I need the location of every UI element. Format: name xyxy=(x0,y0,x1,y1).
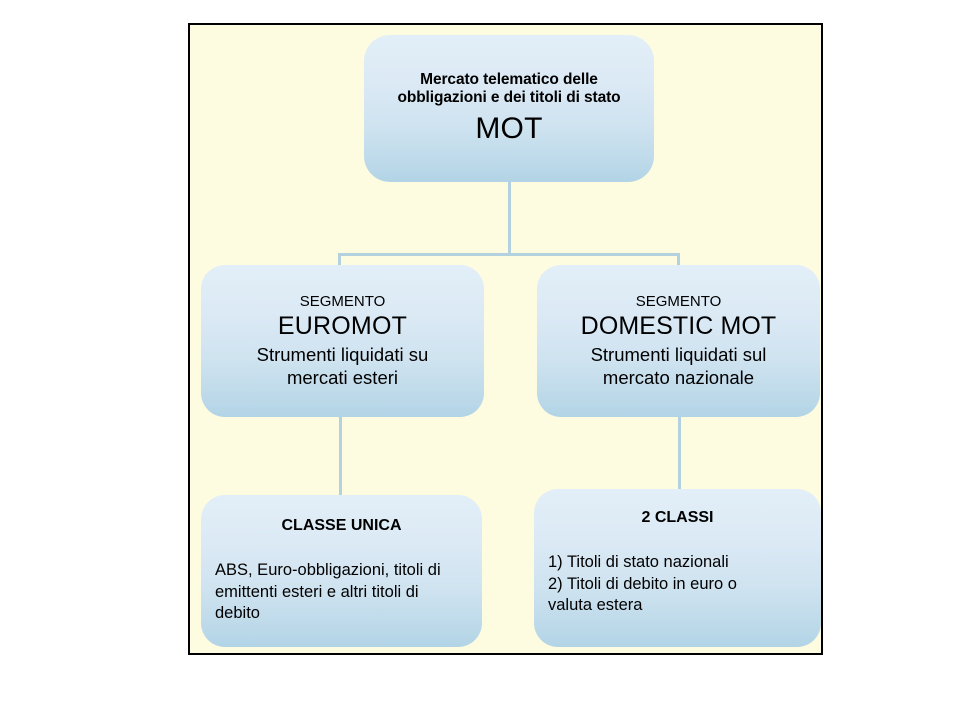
node-due-classi-body-line1: 1) Titoli di stato nazionali xyxy=(548,552,729,571)
connector-domestic-to-due-classi xyxy=(678,415,681,493)
connector-to-euromot xyxy=(338,253,341,269)
node-classe-unica-body-line3: debito xyxy=(215,604,260,623)
node-due-classi[interactable]: 2 CLASSI 1) Titoli di stato nazionali 2)… xyxy=(534,489,821,647)
node-classe-unica-body-line1: ABS, Euro-obbligazioni, titoli di xyxy=(215,560,441,579)
node-due-classi-heading: 2 CLASSI xyxy=(641,509,714,526)
node-domestic-mot-kicker: SEGMENTO xyxy=(635,292,722,310)
node-domestic-mot-title: DOMESTIC MOT xyxy=(580,311,777,340)
node-euromot-title: EUROMOT xyxy=(277,311,408,340)
node-euromot-kicker: SEGMENTO xyxy=(299,292,386,310)
node-classe-unica-heading: CLASSE UNICA xyxy=(281,517,402,534)
connector-root-stem xyxy=(508,182,511,253)
node-euromot-description-line1: Strumenti liquidati su xyxy=(256,344,429,366)
connector-to-domestic-mot xyxy=(677,253,680,269)
node-mot-description-line2: obbligazioni e dei titoli di stato xyxy=(397,89,621,107)
node-classe-unica[interactable]: CLASSE UNICA ABS, Euro-obbligazioni, tit… xyxy=(201,495,482,647)
node-due-classi-body-line3: valuta estera xyxy=(548,596,643,615)
node-mot-acronym: MOT xyxy=(475,111,543,145)
connector-branch-bar xyxy=(338,253,680,256)
connector-euromot-to-classe-unica xyxy=(339,415,342,497)
node-segmento-domestic-mot[interactable]: SEGMENTO DOMESTIC MOT Strumenti liquidat… xyxy=(537,265,820,417)
node-due-classi-body-line2: 2) Titoli di debito in euro o xyxy=(548,574,737,593)
node-euromot-description-line2: mercati esteri xyxy=(286,366,399,388)
node-segmento-euromot[interactable]: SEGMENTO EUROMOT Strumenti liquidati su … xyxy=(201,265,484,417)
node-domestic-mot-description-line2: mercato nazionale xyxy=(602,366,755,388)
node-mot-root[interactable]: Mercato telematico delle obbligazioni e … xyxy=(364,35,654,182)
node-mot-description-line1: Mercato telematico delle xyxy=(420,71,598,89)
diagram-frame: Mercato telematico delle obbligazioni e … xyxy=(188,23,823,655)
node-classe-unica-body-line2: emittenti esteri e altri titoli di xyxy=(215,582,419,601)
node-domestic-mot-description-line1: Strumenti liquidati sul xyxy=(590,344,767,366)
